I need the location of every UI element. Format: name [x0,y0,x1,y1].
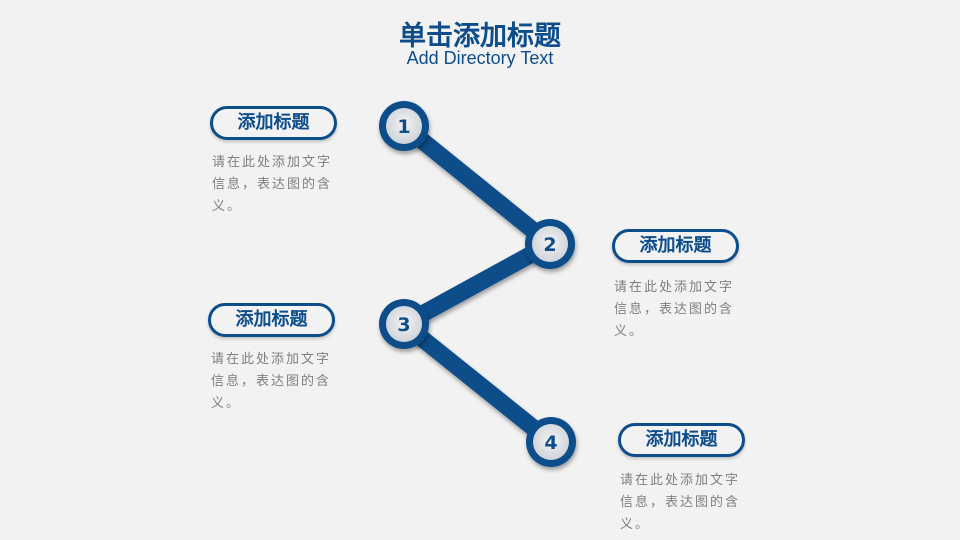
svg-text:1: 1 [397,116,410,138]
page-title: 单击添加标题 [399,21,561,52]
desc-line: 请在此处添加文字 [620,473,741,488]
step-3-description: 请在此处添加文字信息，表达图的含义。 [211,349,351,415]
step-1-description: 请在此处添加文字信息，表达图的含义。 [212,152,352,218]
svg-text:2: 2 [543,234,556,256]
step-3-title: 添加标题 [208,303,335,337]
desc-line: 信息，表达图的含 [212,177,333,192]
node-2: 2 [525,219,575,269]
desc-line: 义。 [211,396,242,411]
step-2-description: 请在此处添加文字信息，表达图的含义。 [614,277,754,343]
desc-line: 请在此处添加文字 [212,155,333,170]
step-4-description: 请在此处添加文字信息，表达图的含义。 [620,470,760,536]
step-4-title: 添加标题 [618,423,745,457]
node-4: 4 [526,417,576,467]
desc-line: 信息，表达图的含 [211,374,332,389]
desc-line: 义。 [212,199,243,214]
desc-line: 义。 [620,517,651,532]
desc-line: 信息，表达图的含 [620,495,741,510]
connector-1-2 [398,119,556,251]
connector-3-4 [398,317,557,449]
desc-line: 信息，表达图的含 [614,302,735,317]
node-1: 1 [379,101,429,151]
svg-text:3: 3 [397,314,410,336]
desc-line: 请在此处添加文字 [614,280,735,295]
page-subtitle: Add Directory Text [406,48,554,68]
node-3: 3 [379,299,429,349]
desc-line: 请在此处添加文字 [211,352,332,367]
svg-text:4: 4 [544,432,557,454]
connector-2-3 [399,236,555,332]
step-1-title: 添加标题 [210,106,337,140]
step-2-title: 添加标题 [612,229,739,263]
desc-line: 义。 [614,324,645,339]
